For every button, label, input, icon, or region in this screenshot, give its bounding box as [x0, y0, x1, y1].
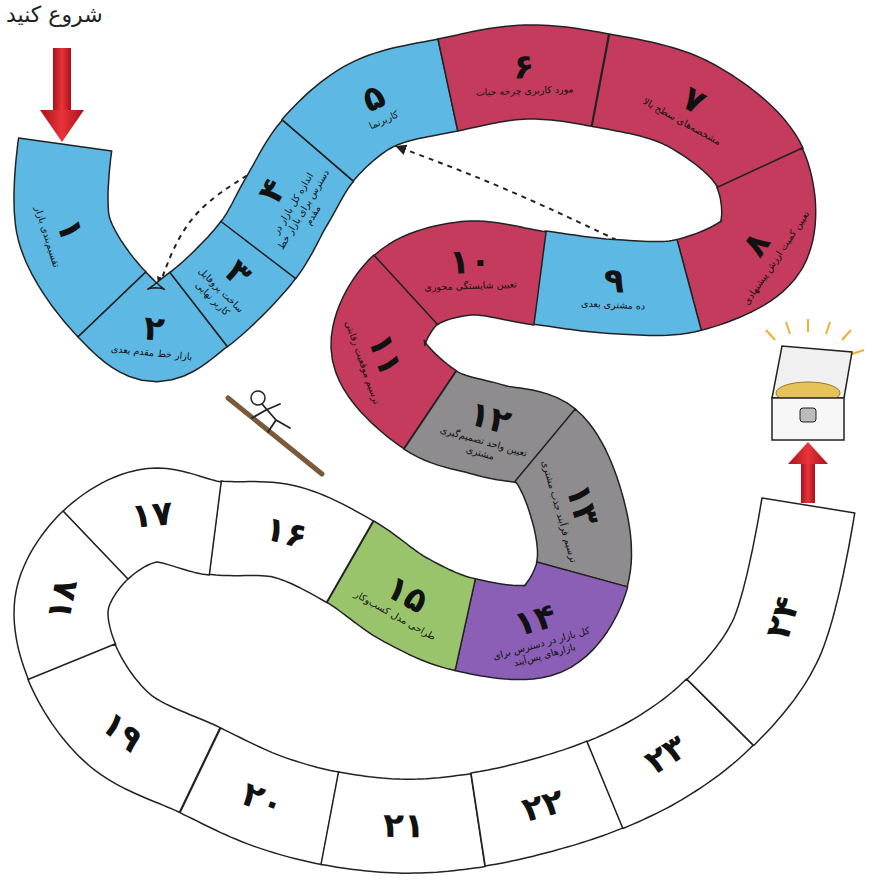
- start-arrow-shaft: [53, 48, 71, 112]
- square-text: ۶مورد کاربری چرخه حیات: [467, 45, 581, 98]
- slide-figure: [228, 391, 328, 474]
- slide-highlight: [234, 392, 328, 468]
- board-square: ۲۱: [319, 770, 487, 875]
- board-square: ۲۴: [685, 496, 857, 747]
- figure-head: [251, 391, 265, 405]
- board-square: ۸تعیین کمیت ارزش پیشنهادی: [675, 146, 818, 332]
- square-shape: [282, 39, 458, 181]
- finish-arrow-shaft: [801, 462, 815, 503]
- square-shape: [180, 728, 339, 865]
- treasure-chest: [766, 319, 864, 440]
- finish-arrow-head: [788, 442, 828, 464]
- board-square: ۶مورد کاربری چرخه حیات: [436, 23, 611, 133]
- board-square: ۵کاربرنما: [280, 37, 460, 183]
- square-shape: [533, 231, 701, 336]
- square-text: ۹ده مشتری بعدی: [557, 260, 671, 314]
- square-shape: [209, 481, 373, 602]
- start-arrow-head: [40, 110, 84, 142]
- board-square: ۱۳ترسیم فرآیند جذب مشتری: [513, 407, 633, 589]
- chest-lock: [800, 408, 816, 422]
- square-number: ۱۰: [414, 241, 527, 282]
- square-shape: [321, 772, 485, 873]
- square-shape: [687, 498, 855, 746]
- start-label: شروع کنید: [6, 2, 103, 27]
- board-square: ۲۰: [178, 726, 341, 866]
- finish-arrow: [788, 442, 828, 503]
- chest-box: [772, 398, 844, 440]
- square-shape: [438, 25, 609, 131]
- board-square: ۹ده مشتری بعدی: [531, 229, 703, 338]
- slide-pole: [228, 398, 322, 474]
- square-number: ۲۱: [348, 807, 461, 846]
- square-number: ۹: [558, 260, 672, 303]
- square-text: ۲۱: [348, 807, 461, 846]
- figure-body: [252, 404, 290, 432]
- square-text: ۲بازار خط مقدم بعدی: [106, 306, 201, 364]
- square-text: ۱۰تعیین شایستگی محوری: [414, 241, 528, 294]
- start-arrow: [40, 48, 84, 142]
- square-shape: [515, 409, 632, 587]
- board-square: ۱۴کل بازار در دسترس برای بازارهای پس‌آین…: [453, 560, 630, 682]
- square-shape: [677, 148, 816, 330]
- board-square: ۱۶: [207, 479, 375, 604]
- square-shape: [455, 562, 628, 680]
- square-number: ۶: [467, 45, 580, 86]
